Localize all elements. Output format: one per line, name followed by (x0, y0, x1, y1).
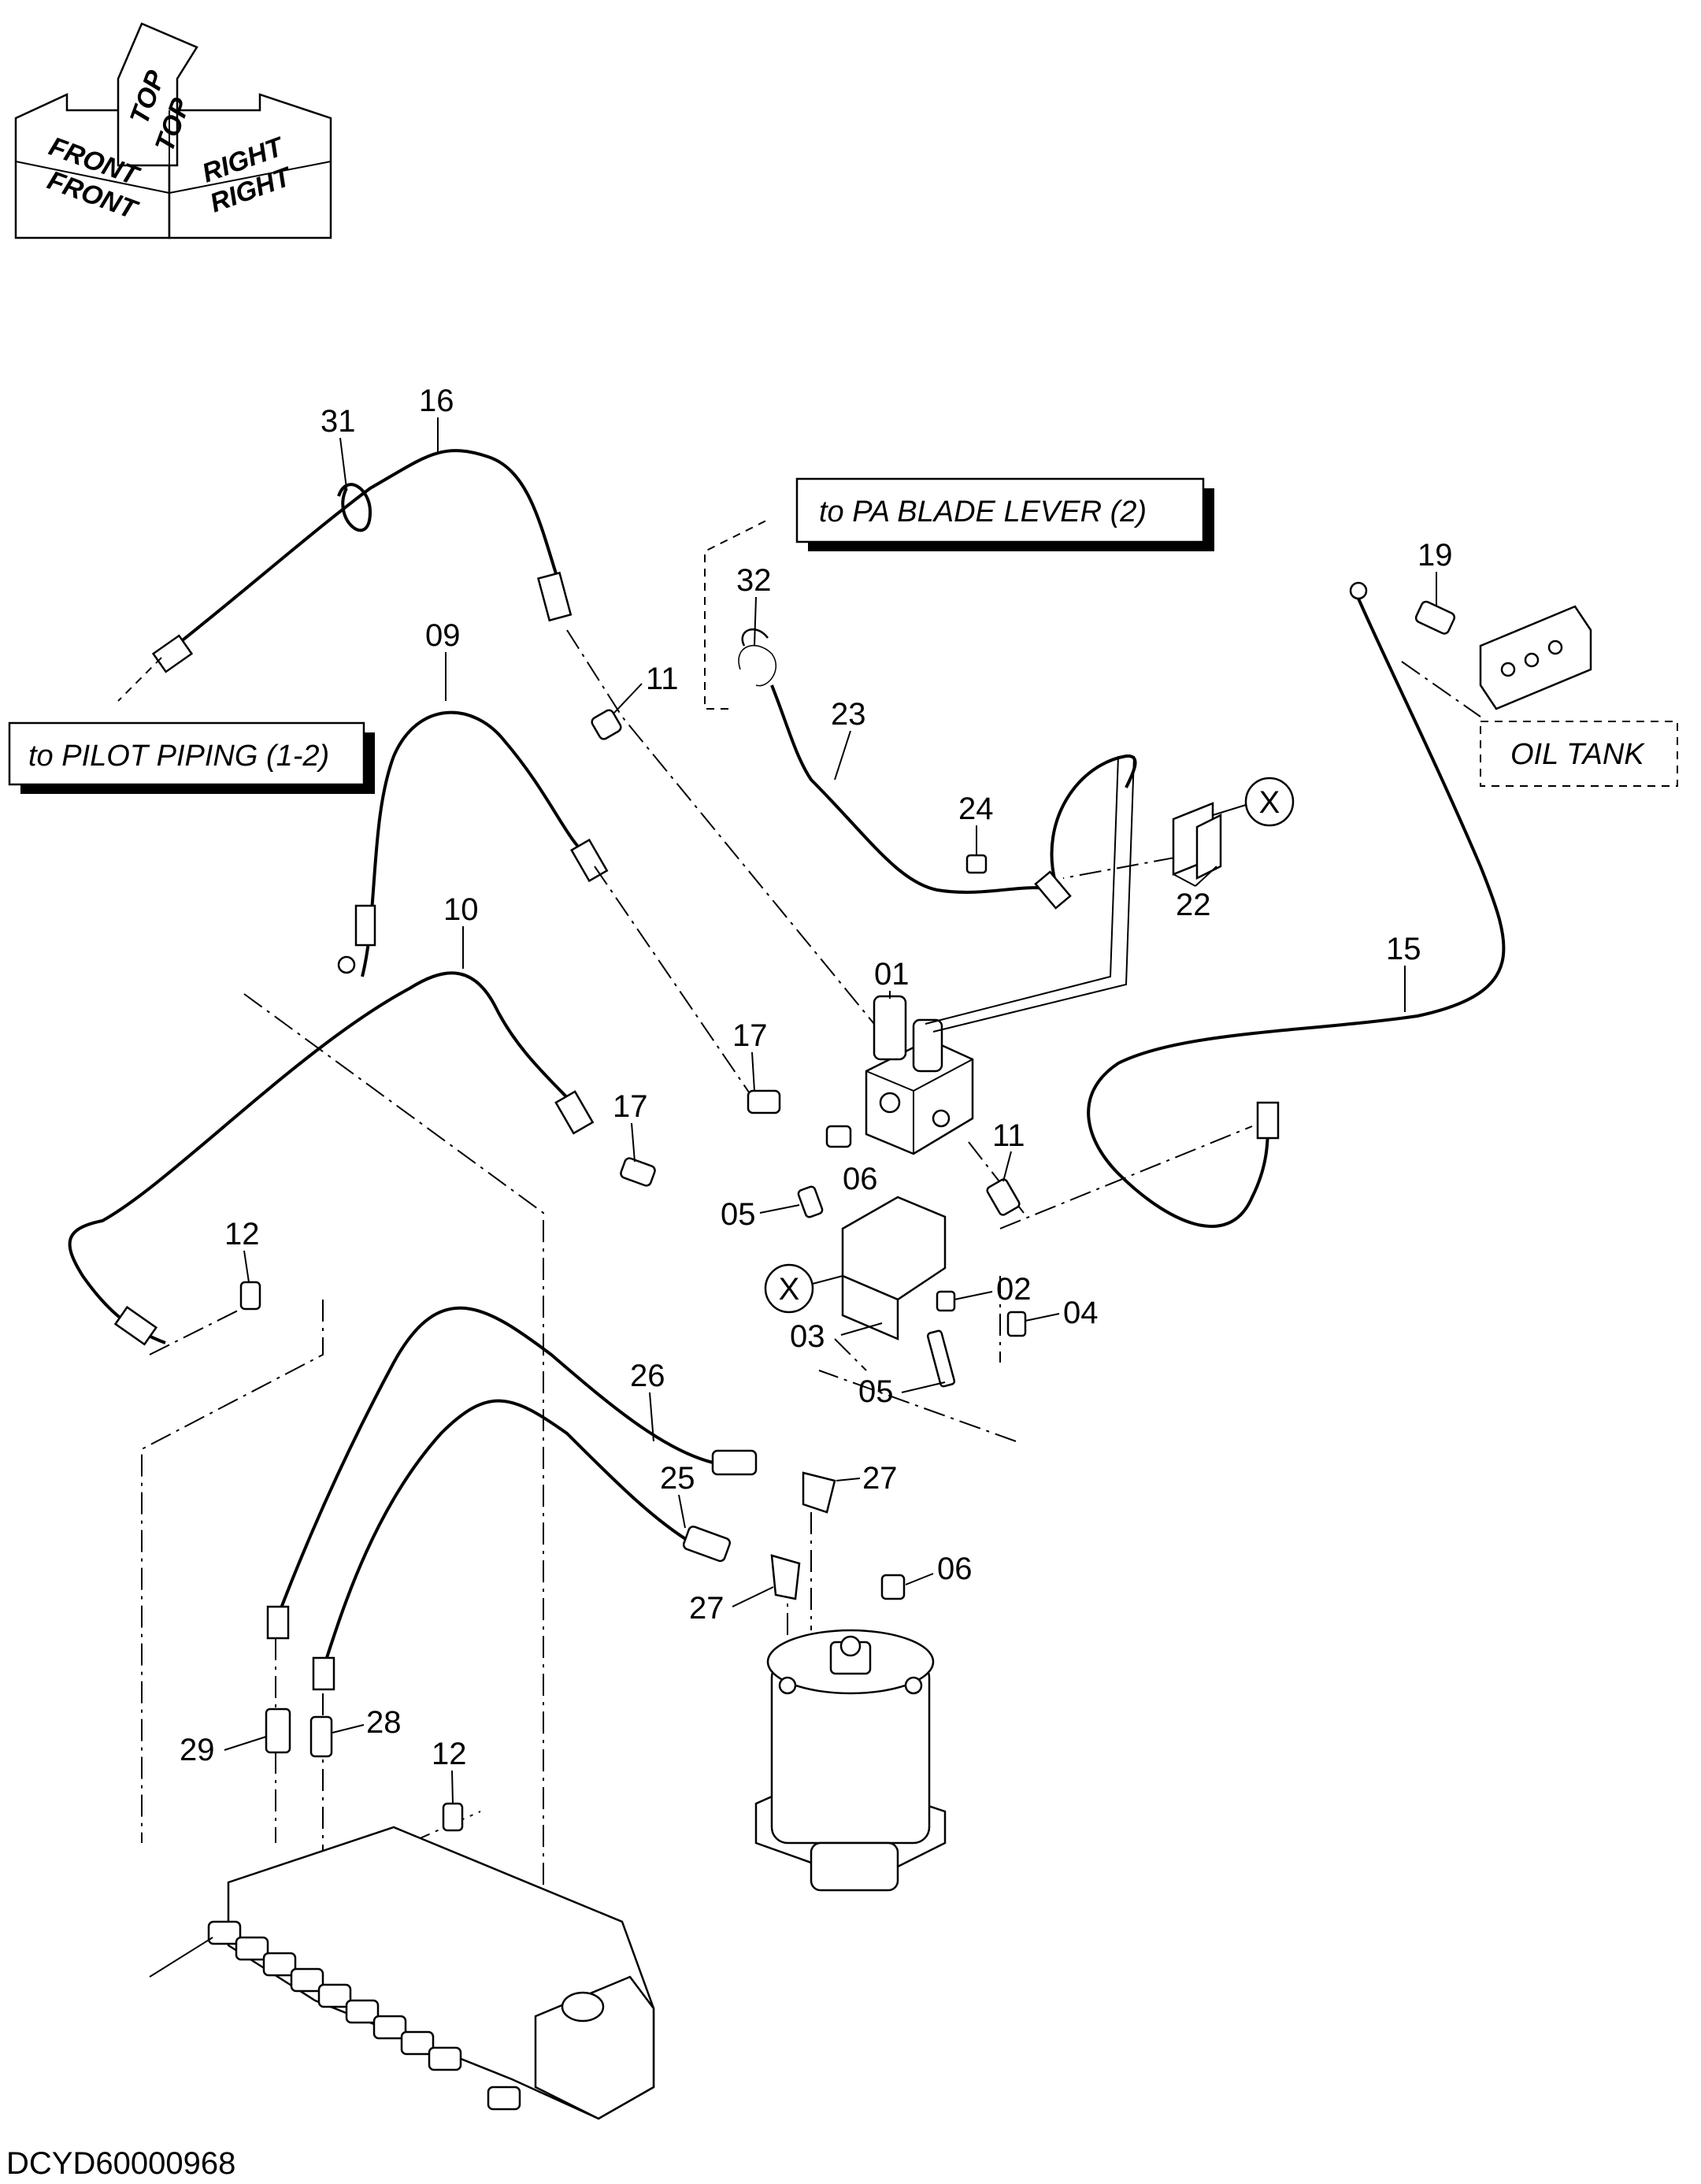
leader-lines (117, 519, 1481, 1985)
hose-15 (1087, 581, 1506, 1229)
callout-24: 24 (958, 792, 994, 826)
hose-09 (337, 710, 609, 977)
x-marker-b-label: X (779, 1272, 800, 1307)
pilot-piping-reference: to PILOT PIPING (1-2) (8, 721, 375, 794)
callout-23: 23 (831, 697, 866, 732)
pa-blade-lever-reference: to PA BLADE LEVER (2) (795, 477, 1214, 551)
callout-09: 09 (425, 618, 461, 653)
callout-10: 10 (443, 892, 479, 927)
oil-tank-block (1479, 605, 1592, 710)
callout-22: 22 (1176, 888, 1211, 922)
callout-31: 31 (321, 404, 356, 439)
callout-05b: 05 (858, 1374, 894, 1409)
plate (1172, 802, 1222, 881)
pilot-piping-label: to PILOT PIPING (1-2) (28, 740, 329, 773)
callout-01: 01 (874, 957, 910, 992)
drawing-code: DCYD60000968 (6, 2146, 235, 2181)
callout-02: 02 (996, 1272, 1032, 1307)
oil-tank-label: OIL TANK (1510, 738, 1645, 771)
callout-19: 19 (1418, 538, 1453, 573)
callout-29: 29 (180, 1733, 215, 1767)
callout-11a: 11 (646, 662, 679, 696)
callout-04: 04 (1063, 1296, 1099, 1330)
callout-17b: 17 (613, 1089, 648, 1124)
callout-15: 15 (1386, 932, 1421, 966)
callouts: 01 02 03 04 05 05 06 06 09 10 11 11 12 1… (180, 384, 1453, 1804)
callout-25: 25 (660, 1461, 695, 1496)
callout-11b: 11 (992, 1118, 1025, 1153)
small-fittings (239, 600, 1456, 1832)
hydraulic-motor (754, 1629, 947, 1892)
callout-05a: 05 (721, 1197, 756, 1232)
oil-tank-reference: OIL TANK (1480, 721, 1678, 787)
hose-26 (266, 1306, 758, 1640)
pa-blade-lever-label: to PA BLADE LEVER (2) (819, 495, 1147, 528)
callout-16: 16 (419, 384, 454, 418)
x-marker-a-label: X (1259, 785, 1280, 820)
orientation-indicator: FRONT FRONT TOP TOP RIGHT RIGHT (14, 22, 332, 239)
callout-32: 32 (736, 563, 772, 598)
callout-28: 28 (366, 1705, 402, 1740)
x-marker-b: X (764, 1263, 843, 1314)
callout-06a: 06 (843, 1162, 878, 1196)
hose-16 (151, 449, 573, 673)
callout-17a: 17 (732, 1018, 768, 1053)
callout-26: 26 (630, 1359, 665, 1393)
hose-10 (68, 971, 595, 1346)
control-valve-bank (149, 1826, 655, 2120)
callout-27b: 27 (689, 1591, 724, 1626)
callout-03: 03 (790, 1319, 825, 1354)
callout-12b: 12 (432, 1737, 467, 1771)
hose-23 (738, 645, 1137, 910)
hose-25 (312, 1399, 732, 1691)
bracket (841, 1196, 947, 1340)
callout-27a: 27 (862, 1461, 898, 1496)
solenoid-valve (865, 755, 1135, 1155)
callout-12a: 12 (224, 1217, 260, 1251)
x-marker-a: X (1212, 777, 1295, 827)
callout-06b: 06 (937, 1552, 973, 1586)
spool-caps (207, 1920, 521, 2111)
